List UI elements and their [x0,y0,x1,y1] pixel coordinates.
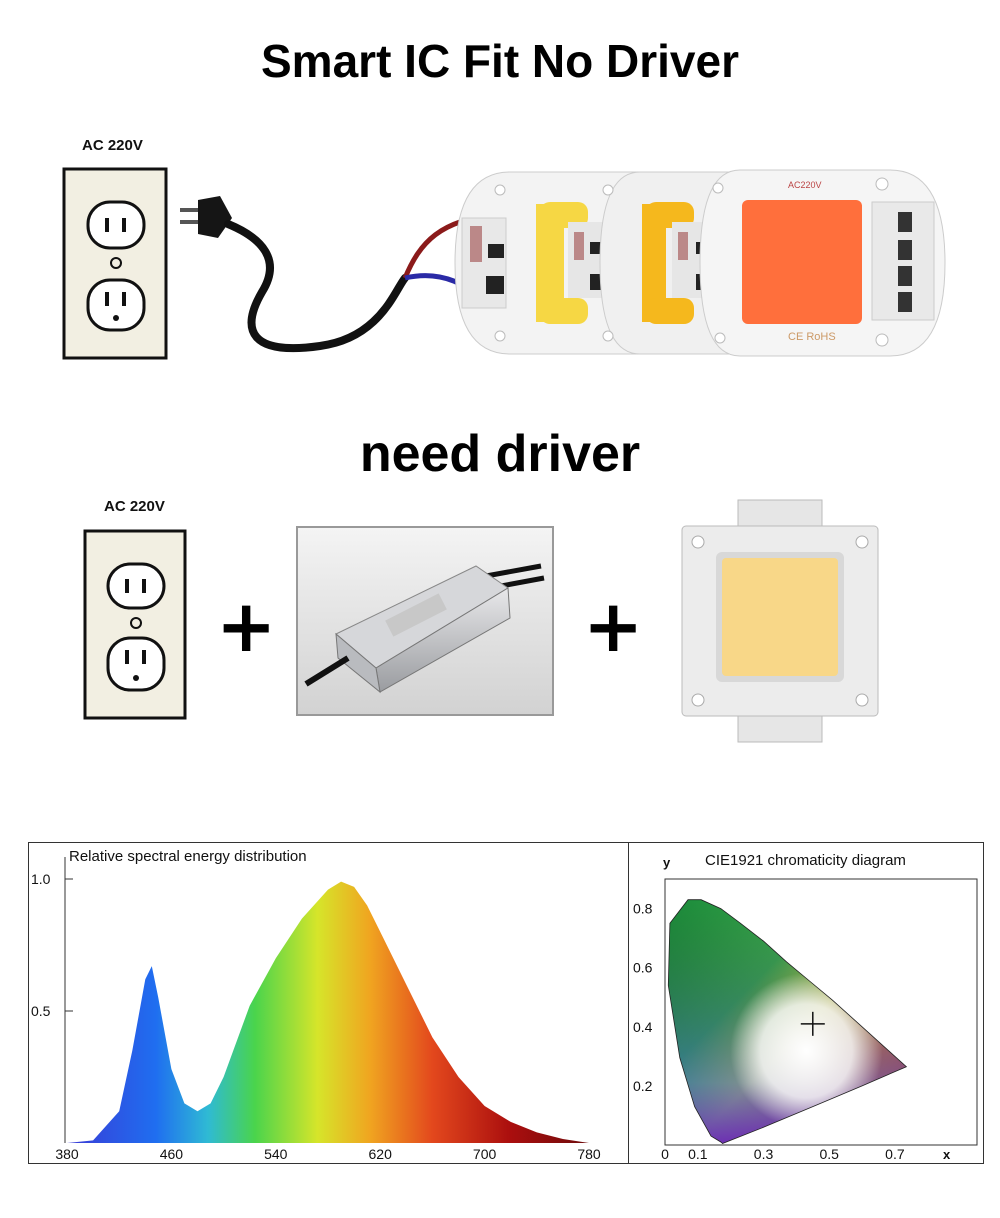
cie-chart: y CIE1921 chromaticity diagram x 0 0.1 0.3… [633,852,978,1162]
outlet-label-top: AC 220V [82,137,143,154]
cie-white-point-region [668,899,907,1144]
title-smart-ic: Smart IC Fit No Driver [261,35,739,87]
cie-locus-outline [667,899,908,1144]
spectrum-x-tick: 700 [473,1146,497,1162]
spectrum-x-tick: 380 [55,1146,79,1162]
led-board-1 [454,171,641,355]
led-board-3: AC220V CE RoHS [699,169,946,357]
spectrum-y-tick: 1.0 [31,871,51,887]
cie-y-tick: 0.4 [633,1019,653,1035]
led-driver-image [296,526,554,716]
cie-x-tick: 0.3 [754,1146,774,1162]
spectrum-x-tick: 780 [577,1146,601,1162]
spectrum-x-tick: 620 [369,1146,393,1162]
cie-y-tick: 0.6 [633,960,653,976]
spectrum-title: Relative spectral energy distribution [69,848,307,865]
power-plug-icon [180,196,232,238]
cie-x-tick: 0 [661,1146,669,1162]
spectrum-chart: Relative spectral energy distribution 38… [31,848,601,1162]
power-cable [224,220,409,353]
cie-y-tick: 0.8 [633,901,653,917]
cie-title: CIE1921 chromaticity diagram [705,852,906,869]
cie-y-tick: 0.2 [633,1078,653,1094]
cie-x-tick: 0.1 [688,1146,708,1162]
title-need-driver: need driver [359,425,641,483]
cie-x-label: x [943,1147,951,1162]
plus-sign-1: + [216,584,277,668]
spectrum-x-tick: 460 [160,1146,184,1162]
board-label-ce: CE RoHS [788,331,836,343]
cie-x-tick: 0.5 [819,1146,839,1162]
cie-marker-icon [800,1011,825,1036]
cie-x-tick: 0.7 [885,1146,905,1162]
spectrum-area [67,881,589,1143]
spectrum-y-tick: 0.5 [31,1003,51,1019]
cie-chart-panel: y CIE1921 chromaticity diagram x 0 0.1 0.3… [628,842,984,1164]
cob-led-chip-image [681,499,879,743]
wall-outlet-icon [62,167,168,360]
spectrum-chart-panel: Relative spectral energy distribution 38… [28,842,630,1164]
wall-outlet-icon-2 [83,529,187,720]
board-label-ac: AC220V [788,180,822,190]
top-illustration: AC220V CE RoHS [62,167,946,360]
spectrum-x-tick: 540 [264,1146,288,1162]
cie-plot-frame [664,878,978,1146]
plus-sign-2: + [583,584,644,668]
outlet-label-middle: AC 220V [104,498,165,515]
cie-y-label: y [663,855,671,870]
